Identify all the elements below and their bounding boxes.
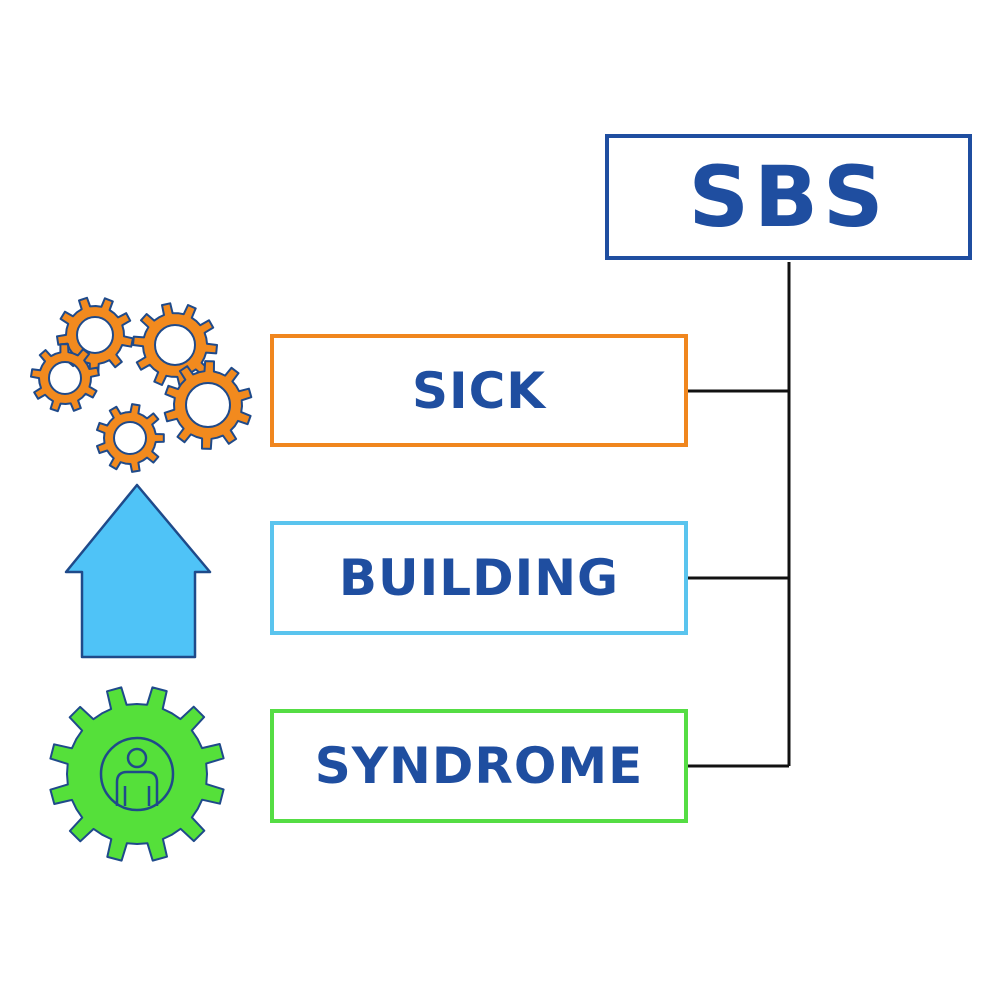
acronym-box: SBS bbox=[605, 134, 972, 260]
person-gear-icon bbox=[49, 686, 225, 862]
acronym-title: SBS bbox=[688, 148, 889, 246]
word-box-sick: SICK bbox=[270, 334, 688, 447]
gear-left-shape bbox=[30, 343, 100, 413]
person-head bbox=[126, 747, 148, 769]
word-box-syndrome: SYNDROME bbox=[270, 709, 688, 823]
gear-bottom-shape bbox=[96, 403, 165, 473]
green-gear-shape bbox=[49, 686, 225, 862]
person-body bbox=[115, 770, 159, 806]
word-label-syndrome: SYNDROME bbox=[314, 737, 644, 795]
word-label-sick: SICK bbox=[411, 361, 547, 420]
word-label-building: BUILDING bbox=[338, 549, 620, 607]
house-icon bbox=[64, 483, 212, 659]
word-box-building: BUILDING bbox=[270, 521, 688, 635]
gears-icon bbox=[30, 296, 253, 473]
person-ring bbox=[99, 736, 175, 812]
gear-right-shape bbox=[163, 360, 253, 450]
